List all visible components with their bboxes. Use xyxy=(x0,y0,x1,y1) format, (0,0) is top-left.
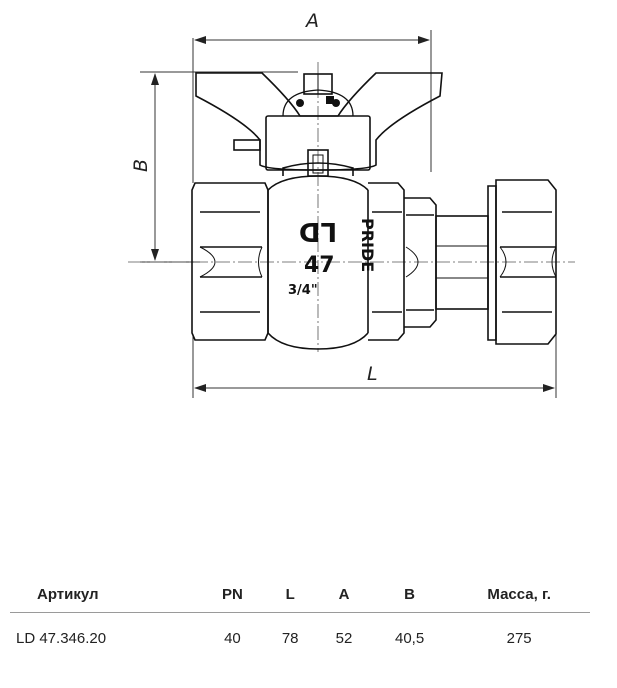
dimension-b-label: B xyxy=(130,159,152,172)
specification-table: Артикул PN L A B Масса, г. LD 47.346.20 … xyxy=(10,574,590,657)
valve-technical-drawing: A B L xyxy=(128,10,575,398)
brand-name-mark: PRIDE xyxy=(358,218,377,272)
cell-l: 78 xyxy=(281,630,299,647)
header-a: A xyxy=(317,574,371,613)
header-l: L xyxy=(263,574,318,613)
brand-code-mark: LD xyxy=(299,216,337,246)
size-code-mark: 47 xyxy=(304,253,335,278)
cell-a: 52 xyxy=(335,630,353,647)
dimension-lines xyxy=(140,30,557,398)
cell-mass: 275 xyxy=(506,630,532,647)
cell-article: LD 47.346.20 xyxy=(16,630,107,647)
cell-b: 40,5 xyxy=(395,630,425,647)
handle-markings xyxy=(296,96,340,107)
dimension-a-label: A xyxy=(304,10,319,32)
centerlines xyxy=(128,62,575,352)
header-pn: PN xyxy=(201,574,264,613)
thread-size-mark: 3/4" xyxy=(288,283,318,298)
table-row: LD 47.346.20 40 78 52 40,5 275 xyxy=(10,613,590,658)
dimension-l-label: L xyxy=(367,363,378,385)
header-article: Артикул xyxy=(10,574,202,613)
table-header-row: Артикул PN L A B Масса, г. xyxy=(10,574,590,613)
valve-body xyxy=(191,72,557,350)
header-mass: Масса, г. xyxy=(448,574,590,613)
cell-pn: 40 xyxy=(224,630,241,647)
header-b: B xyxy=(370,574,449,613)
